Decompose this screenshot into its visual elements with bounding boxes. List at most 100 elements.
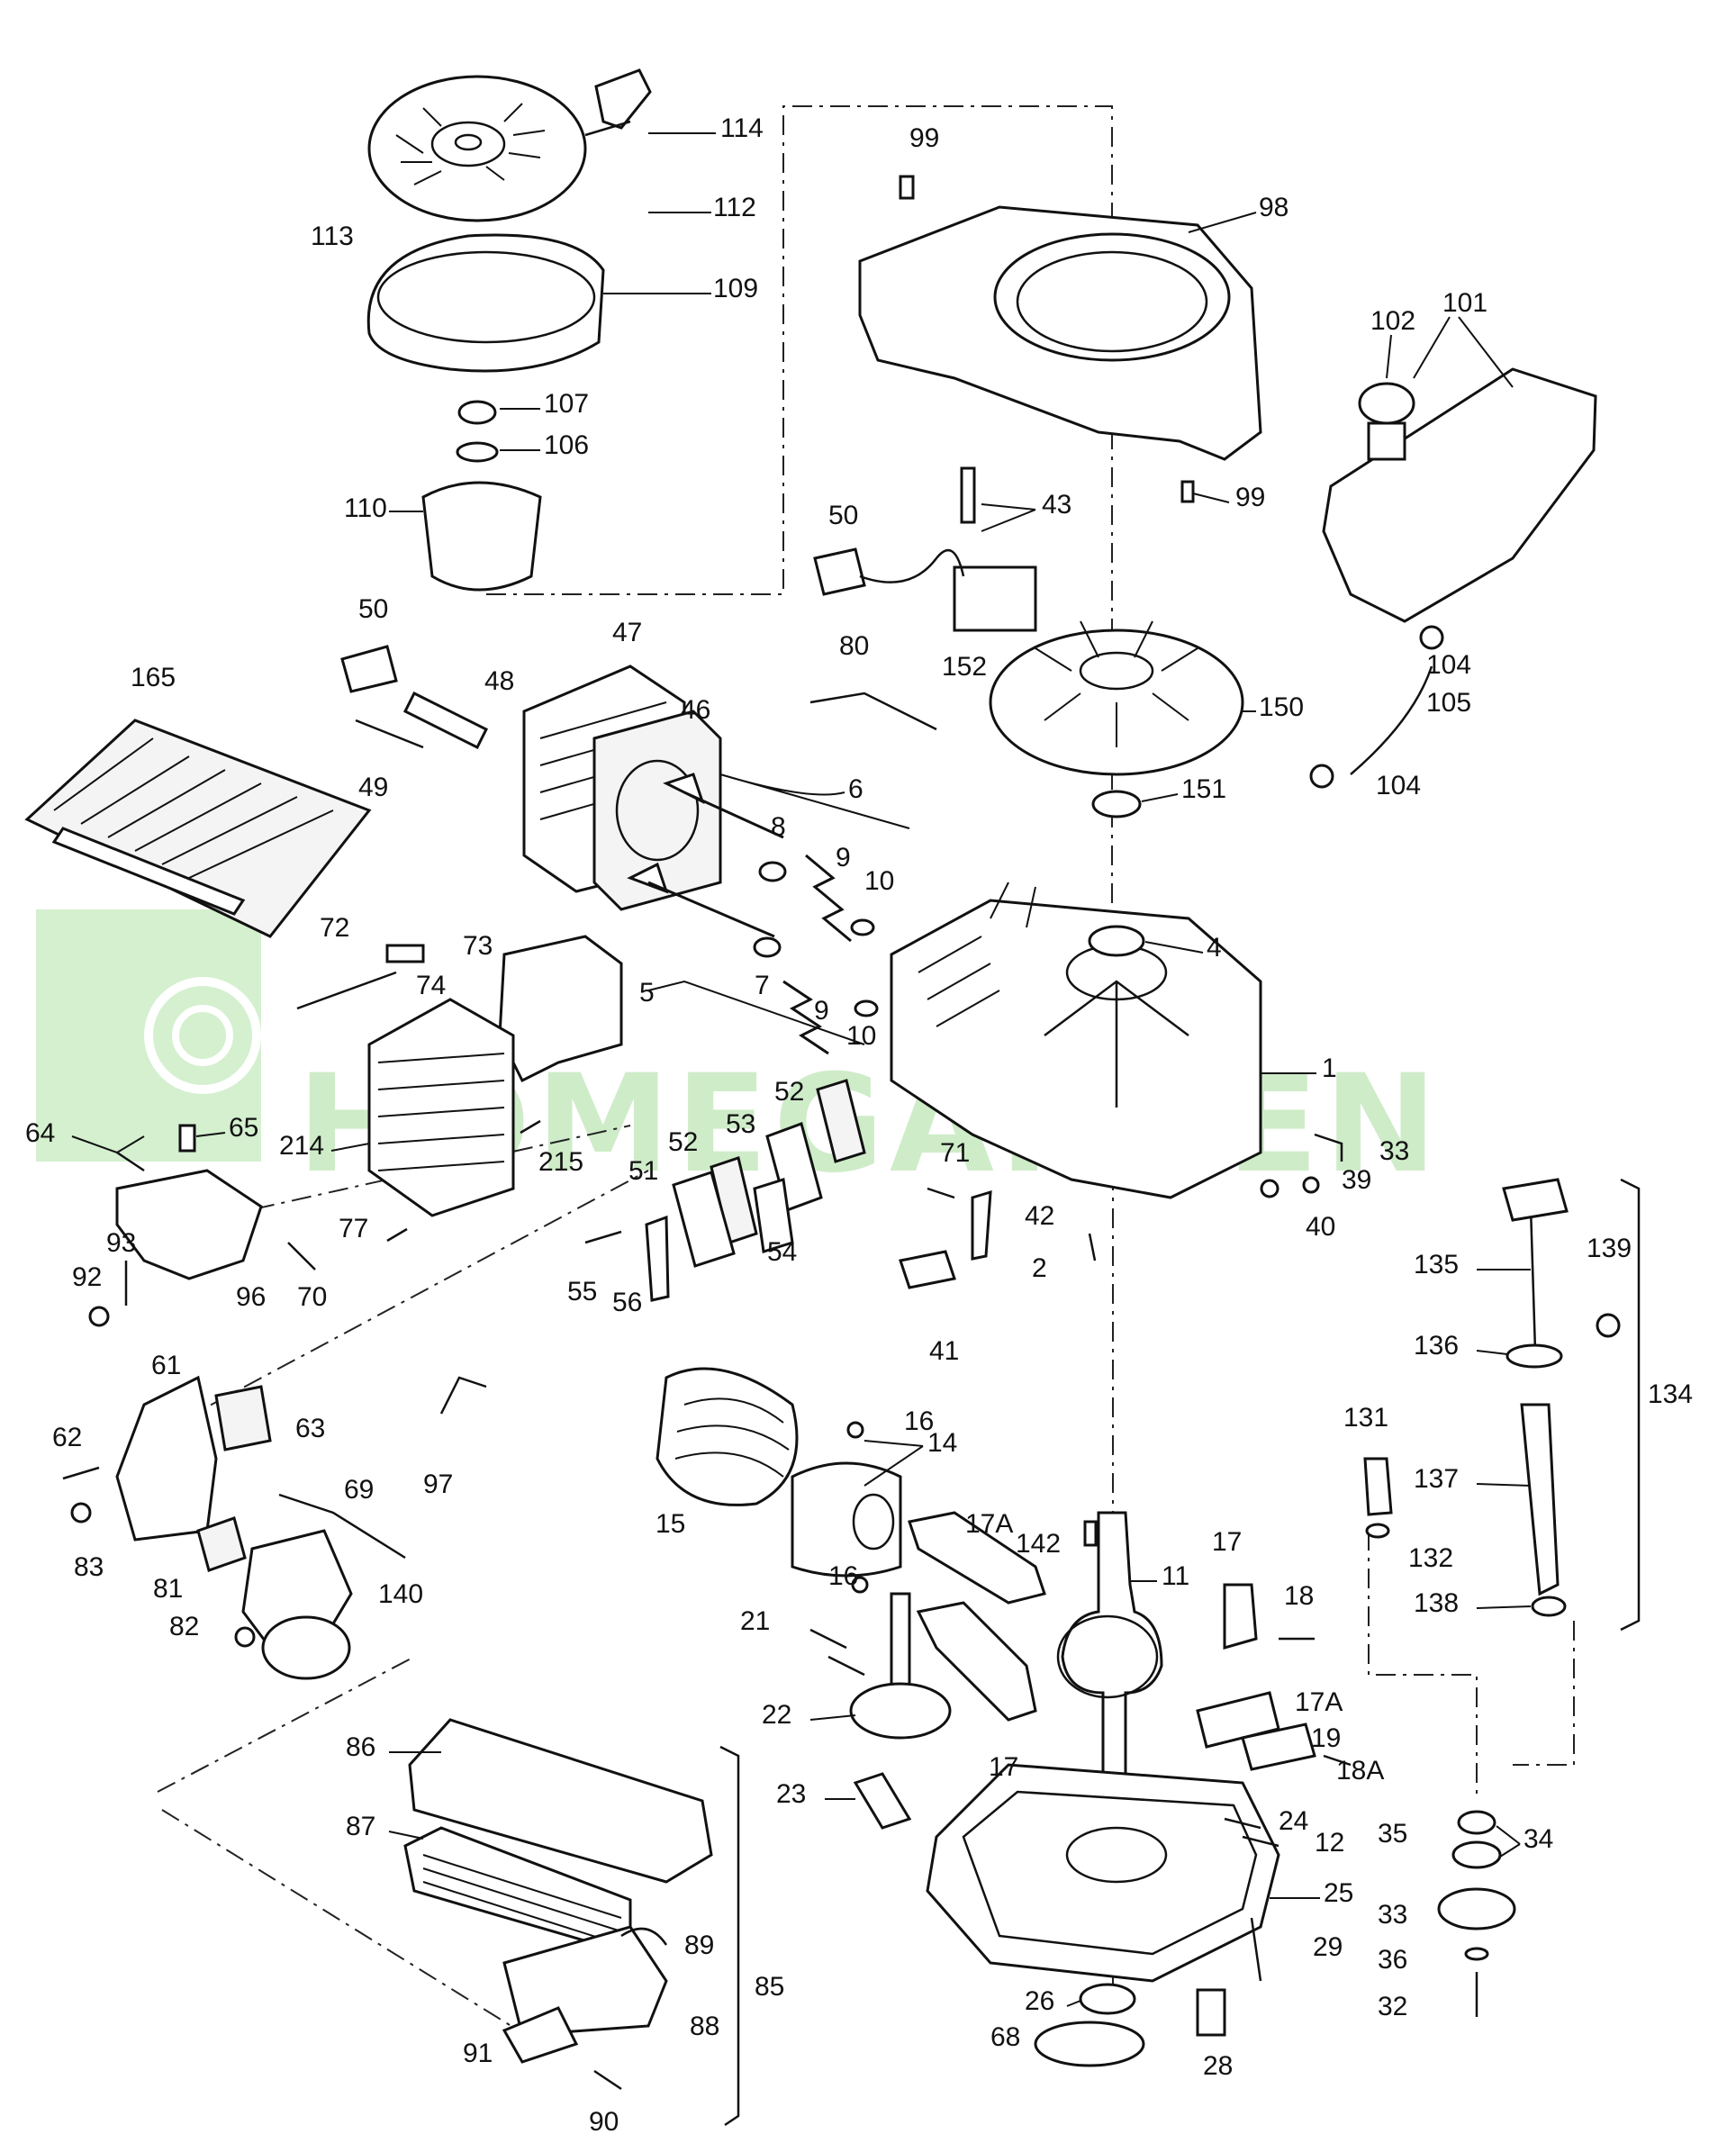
leader-138 [1476, 1605, 1532, 1609]
part-label-102: 102 [1370, 306, 1415, 336]
ignition-coil-152 [953, 565, 1037, 632]
leader-6 [719, 773, 910, 829]
leader-136 [1476, 1350, 1508, 1355]
part-label-73: 73 [463, 931, 493, 961]
link-19 [1241, 1723, 1316, 1771]
part-label-34: 34 [1524, 1824, 1553, 1854]
part-label-114: 114 [720, 113, 764, 143]
nut-107 [457, 400, 497, 425]
washer-36 [1464, 1947, 1489, 1961]
breather-group [584, 1079, 992, 1302]
bracket-85 [719, 1745, 740, 2127]
dipstick-cap [1502, 1178, 1569, 1222]
part-label-10a: 10 [864, 866, 894, 896]
leader-5 [647, 980, 865, 1045]
oil-fill-group [1363, 1178, 1641, 1632]
part-label-88: 88 [690, 2012, 719, 2041]
part-label-70: 70 [297, 1282, 327, 1312]
part-label-18A: 18A [1336, 1756, 1384, 1786]
part-label-142: 142 [1016, 1529, 1061, 1559]
starter-ring [366, 233, 605, 592]
part-label-25: 25 [1324, 1878, 1353, 1908]
filter-cover-86 [408, 1718, 713, 1884]
flyweight-34 [1451, 1840, 1502, 1869]
tube-137 [1520, 1403, 1560, 1596]
part-label-43: 43 [1042, 490, 1071, 520]
spring-9b [782, 980, 829, 1055]
part-label-21: 21 [740, 1606, 770, 1636]
part-label-68: 68 [990, 2022, 1020, 2052]
leader-137 [1476, 1483, 1532, 1487]
pin-71 [927, 1187, 955, 1199]
part-label-90: 90 [589, 2107, 619, 2137]
watermark-logo-spiral-inner [172, 1005, 233, 1066]
washer-68 [1034, 2021, 1145, 2067]
rings-15 [656, 1367, 799, 1506]
seal-136 [1505, 1343, 1563, 1369]
washer-132 [1365, 1523, 1390, 1539]
starter-vents [395, 103, 546, 185]
retainer-7 [753, 936, 782, 958]
part-label-17Ab: 17A [1295, 1687, 1343, 1717]
bracket-97 [439, 1376, 487, 1415]
part-label-17a: 17 [1212, 1527, 1242, 1557]
part-label-98: 98 [1259, 193, 1288, 222]
sump-group [926, 1763, 1280, 2067]
leader-lines [71, 132, 1532, 2007]
breather-54 [753, 1178, 794, 1253]
part-label-55: 55 [567, 1277, 597, 1307]
flywheel-hub [1079, 651, 1154, 691]
carburetor-group [62, 1375, 487, 1680]
part-label-140: 140 [378, 1579, 423, 1609]
cylinder-head-group [340, 645, 879, 1055]
guide-line-starter [486, 105, 1113, 1171]
part-label-29: 29 [1313, 1932, 1343, 1962]
part-label-93: 93 [106, 1228, 136, 1258]
part-label-135: 135 [1414, 1250, 1459, 1279]
fuel-neck [1367, 421, 1406, 461]
leader-102 [1386, 334, 1392, 379]
part-label-5: 5 [639, 978, 655, 1008]
spark-plug-48 [402, 691, 489, 750]
cup-110 [421, 481, 542, 592]
spring-64 [116, 1151, 145, 1172]
key-151 [1091, 790, 1142, 818]
retainer-8 [758, 861, 787, 882]
part-label-92: 92 [72, 1262, 102, 1292]
part-label-54: 54 [767, 1237, 797, 1267]
part-label-105: 105 [1426, 688, 1471, 718]
washer-39 [1302, 1176, 1320, 1194]
part-label-1: 1 [1322, 1053, 1337, 1083]
blower-opening [993, 232, 1231, 362]
guide-line-filter-2 [161, 1809, 541, 2045]
part-label-6: 6 [848, 774, 863, 804]
muffler-guard-slots [377, 1053, 505, 1171]
leader-98 [1188, 212, 1257, 233]
gear-33 [1437, 1887, 1516, 1931]
counterweight-17a [1223, 1583, 1258, 1650]
watermark-logo-spiral [144, 977, 261, 1094]
screw-77 [386, 1227, 408, 1243]
part-label-81: 81 [153, 1574, 183, 1604]
part-label-11: 11 [1162, 1561, 1189, 1591]
part-label-77: 77 [339, 1214, 368, 1243]
starter-center [430, 121, 506, 167]
piston-group [656, 1367, 1046, 1722]
part-label-22: 22 [762, 1700, 791, 1730]
cup-35 [1457, 1810, 1496, 1835]
spring-70 [287, 1242, 316, 1270]
leader-214 [330, 1143, 370, 1152]
blower-opening-inner [1016, 250, 1208, 353]
part-label-85: 85 [755, 1972, 784, 2002]
part-label-72: 72 [320, 913, 349, 943]
flywheel-fins [1035, 620, 1198, 747]
guide-line-oil [1368, 1531, 1478, 1801]
leader-65 [195, 1132, 226, 1137]
starter-hub [454, 133, 483, 151]
piston-14 [791, 1461, 902, 1578]
part-label-24: 24 [1279, 1806, 1308, 1836]
part-label-89: 89 [684, 1931, 714, 1960]
clip-16b [851, 1576, 869, 1594]
part-label-107: 107 [544, 389, 589, 419]
